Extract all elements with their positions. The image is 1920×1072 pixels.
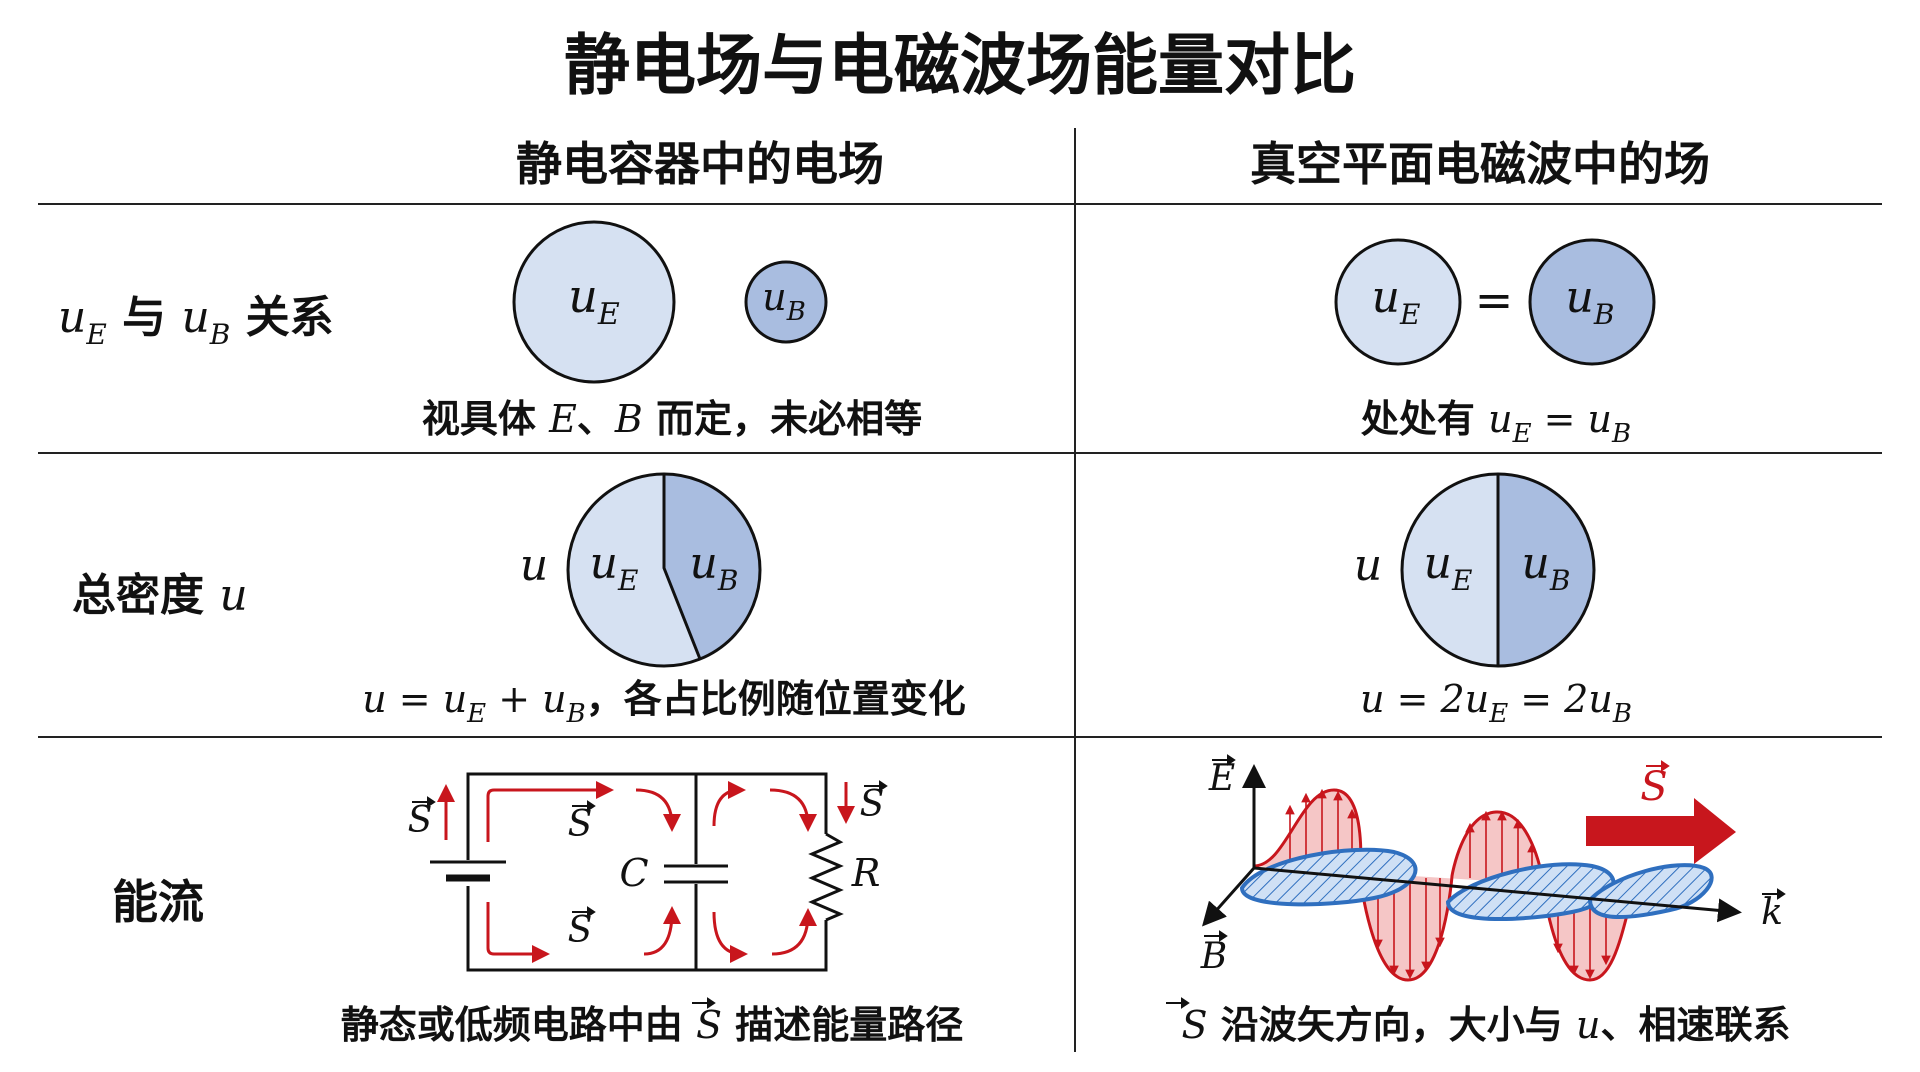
row-label-flow: 能流 bbox=[112, 875, 204, 929]
uB-small-circle: uB bbox=[744, 260, 828, 344]
b-field-wave bbox=[1239, 847, 1418, 907]
svg-text:C: C bbox=[619, 851, 648, 895]
table-grid bbox=[38, 128, 1882, 1052]
svg-text:E: E bbox=[1208, 758, 1235, 799]
caption-flow-right-vector-arrow bbox=[1166, 997, 1190, 1009]
svg-text:uB: uB bbox=[1522, 538, 1571, 597]
svg-text:uB: uB bbox=[1566, 272, 1615, 331]
row-label-density: 总密度 u bbox=[72, 570, 248, 621]
column-header-right: 真空平面电磁波中的场 bbox=[1250, 137, 1710, 191]
density-pie-left: u uE uB bbox=[520, 472, 762, 668]
equals-sign: = bbox=[1475, 273, 1514, 327]
svg-text:uE: uE bbox=[590, 538, 639, 597]
svg-text:B: B bbox=[1200, 936, 1227, 977]
svg-text:uB: uB bbox=[762, 275, 806, 327]
caption-flow-right: S 沿波矢方向，大小与 u、相速联系 bbox=[1181, 1003, 1790, 1047]
svg-text:S: S bbox=[1640, 764, 1667, 810]
row-label-relation: uE 与 uB 关系 bbox=[58, 292, 334, 351]
circuit-diagram: S S S S C R bbox=[408, 772, 888, 972]
svg-text:u: u bbox=[520, 540, 548, 591]
uE-equal-circle: uE bbox=[1334, 238, 1462, 366]
uE-large-circle: uE bbox=[512, 220, 676, 384]
svg-text:uE: uE bbox=[1424, 538, 1473, 597]
page-title: 静电场与电磁波场能量对比 bbox=[564, 27, 1356, 104]
uB-equal-circle: uB bbox=[1528, 238, 1656, 366]
caption-density-left: u = uE + uB，各占比例随位置变化 bbox=[362, 677, 966, 729]
svg-text:u: u bbox=[1354, 540, 1382, 591]
caption-flow-left: 静态或低频电路中由 S 描述能量路径 bbox=[341, 1003, 964, 1047]
density-pie-right: u uE uB bbox=[1354, 472, 1596, 668]
svg-text:uE: uE bbox=[568, 269, 620, 332]
svg-text:uE: uE bbox=[1372, 272, 1421, 331]
caption-density-right: u = 2uE = 2uB bbox=[1360, 677, 1632, 729]
svg-text:k: k bbox=[1761, 892, 1783, 933]
caption-relation-left: 视具体 E、B 而定，未必相等 bbox=[422, 397, 922, 441]
caption-flow-left-vector-arrow bbox=[692, 997, 716, 1009]
svg-text:R: R bbox=[851, 851, 881, 895]
svg-text:uB: uB bbox=[690, 538, 739, 597]
column-header-left: 静电容器中的电场 bbox=[516, 137, 884, 191]
poynting-arrow bbox=[1586, 798, 1736, 864]
caption-relation-right: 处处有 uE = uB bbox=[1361, 397, 1631, 449]
em-wave-diagram: E B k S bbox=[1200, 754, 1786, 982]
